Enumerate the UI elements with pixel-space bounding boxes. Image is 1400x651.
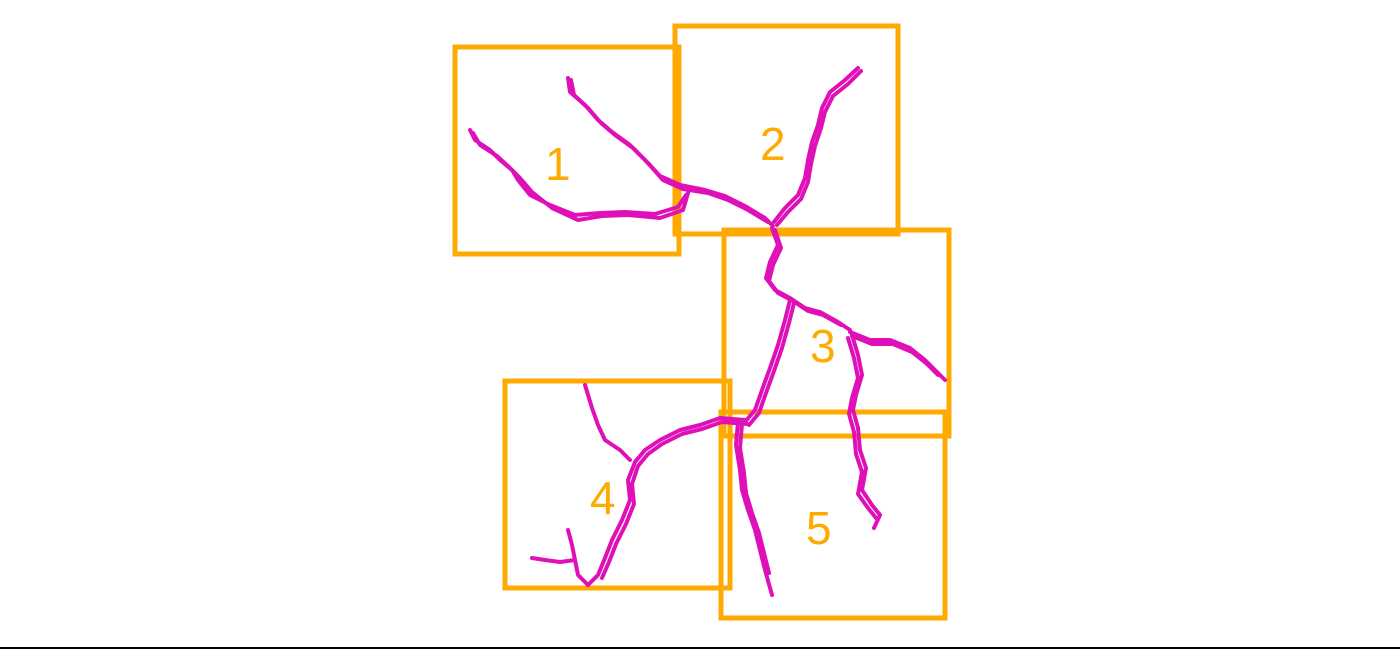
region-labels: 1 2 3 4 5 (545, 118, 836, 554)
region-box-4 (505, 381, 730, 588)
region-label-4: 4 (590, 472, 616, 524)
region-label-3: 3 (810, 320, 836, 372)
trace-segment-4b (602, 422, 747, 578)
branch-trace (470, 68, 945, 595)
region-label-2: 2 (760, 118, 786, 170)
trace-segment-1b (473, 133, 688, 220)
trace-segment-1a (470, 130, 686, 215)
trace-segment-4c (585, 385, 630, 460)
region-label-5: 5 (806, 502, 832, 554)
trace-segment-4d (532, 558, 588, 585)
trace-segment-4e (568, 530, 575, 560)
region-box-2 (675, 26, 898, 234)
trace-segment-3b (769, 230, 841, 325)
trace-segment-3g (745, 300, 790, 422)
trace-segment-1c (568, 78, 773, 226)
region-label-1: 1 (545, 138, 571, 190)
